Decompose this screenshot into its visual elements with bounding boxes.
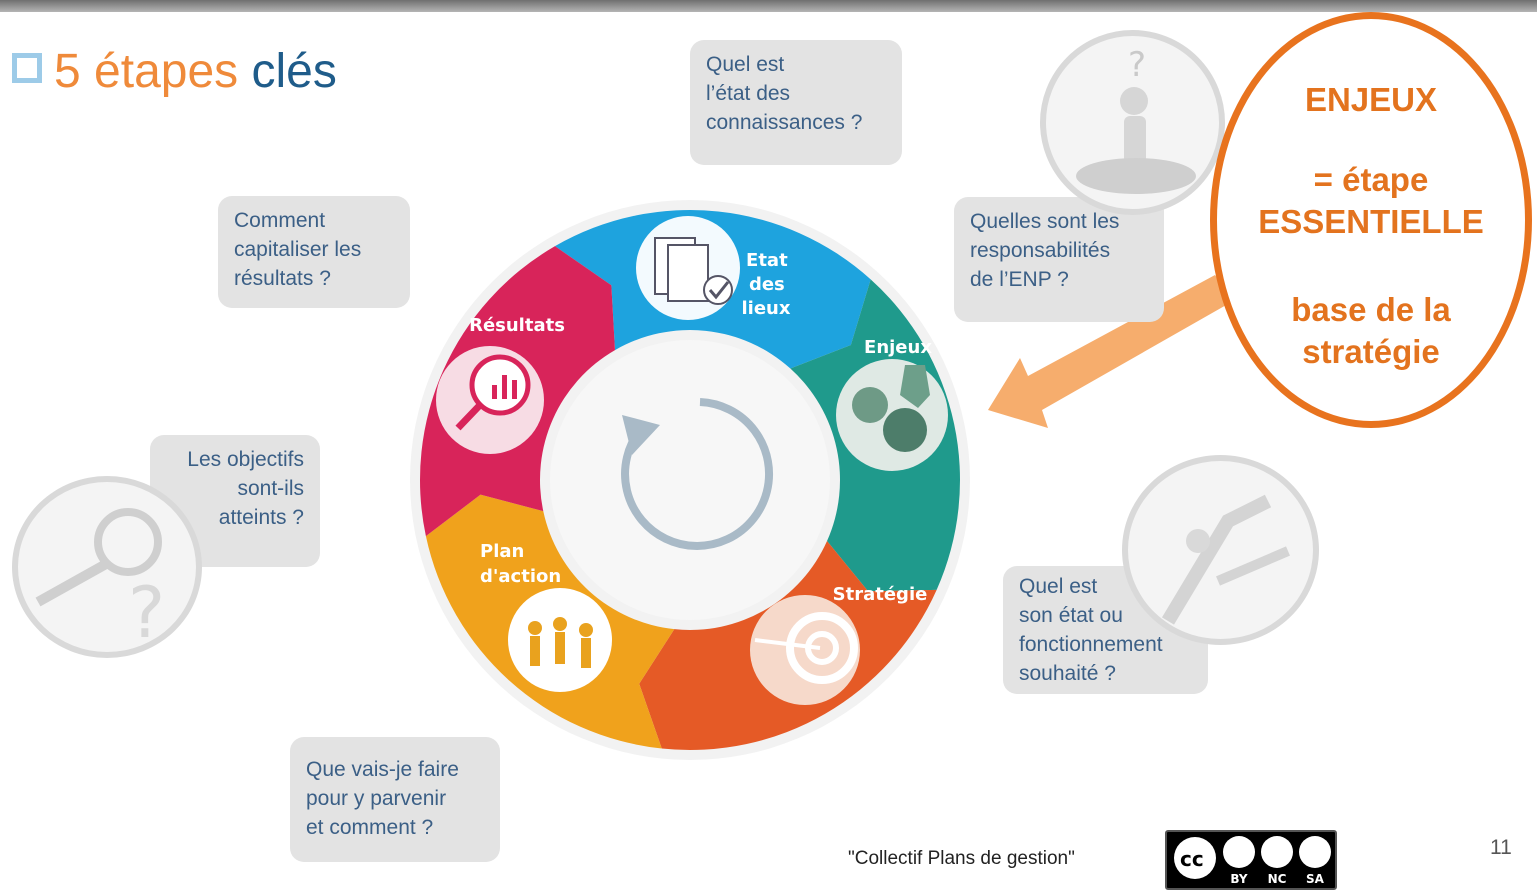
step-label-resultats: Résultats [469, 315, 565, 336]
top-bar [0, 0, 1537, 12]
svg-text:BY: BY [1230, 872, 1247, 886]
svg-text:?: ? [1128, 45, 1146, 85]
svg-text:NC: NC [1268, 872, 1287, 886]
bubble-etat-connaissances: Quel est l’état des connaissances ? [690, 40, 902, 165]
enjeux-line-3: base de la [1291, 291, 1451, 328]
step-label-etat-des-lieux: Etat des lieux [742, 250, 794, 319]
svg-text:?: ? [128, 572, 165, 652]
cycle-arrowhead-icon [622, 415, 660, 455]
checkbox-bullet-icon [12, 53, 42, 83]
resultats-analysis-icon [436, 346, 544, 454]
etat-des-lieux-icon [636, 216, 740, 320]
bubble-responsabilites: Quelles sont les responsabilités de l’EN… [954, 197, 1164, 322]
enjeux-line-2: ESSENTIELLE [1258, 203, 1484, 240]
cycle-arrow-icon [621, 398, 774, 550]
enjeux-heading: ENJEUX [1304, 81, 1438, 118]
crossroads-arrows-icon [1161, 494, 1290, 625]
page-number: 11 [1490, 836, 1512, 859]
svg-text:SA: SA [1306, 872, 1325, 886]
step-label-enjeux: Enjeux [864, 337, 932, 358]
svg-text:cc: cc [1180, 847, 1204, 871]
thinking-figure-image: ? [1040, 30, 1225, 215]
magnifier-question-icon: ? [35, 508, 165, 652]
cc-license-icon: cc BY NC SA [1174, 836, 1331, 886]
enjeux-highlight-ellipse [1210, 12, 1532, 428]
enjeux-pointer-arrow [988, 275, 1235, 428]
step-label-plan-action: Plan d'action [480, 541, 561, 587]
step-label-strategie: Stratégie [833, 584, 928, 605]
crossroads-figure-image [1122, 455, 1319, 645]
magnifier-figure-image: ? [12, 476, 202, 658]
cc-license-badge: cc BY NC SA [1165, 830, 1337, 890]
enjeux-icon [836, 359, 948, 471]
credit-text: "Collectif Plans de gestion" [848, 848, 1075, 869]
slide-title: 5 étapes clés [12, 44, 337, 100]
enjeux-line-1: = étape [1313, 161, 1429, 198]
enjeux-line-4: stratégie [1302, 333, 1440, 370]
question-figure-icon: ? [1076, 45, 1196, 194]
plan-action-people-icon [508, 588, 612, 692]
bubble-capitaliser-resultats: Comment capitaliser les résultats ? [218, 196, 410, 308]
bubble-plan-action: Que vais-je faire pour y parvenir et com… [290, 737, 500, 862]
strategie-target-icon [750, 595, 860, 705]
